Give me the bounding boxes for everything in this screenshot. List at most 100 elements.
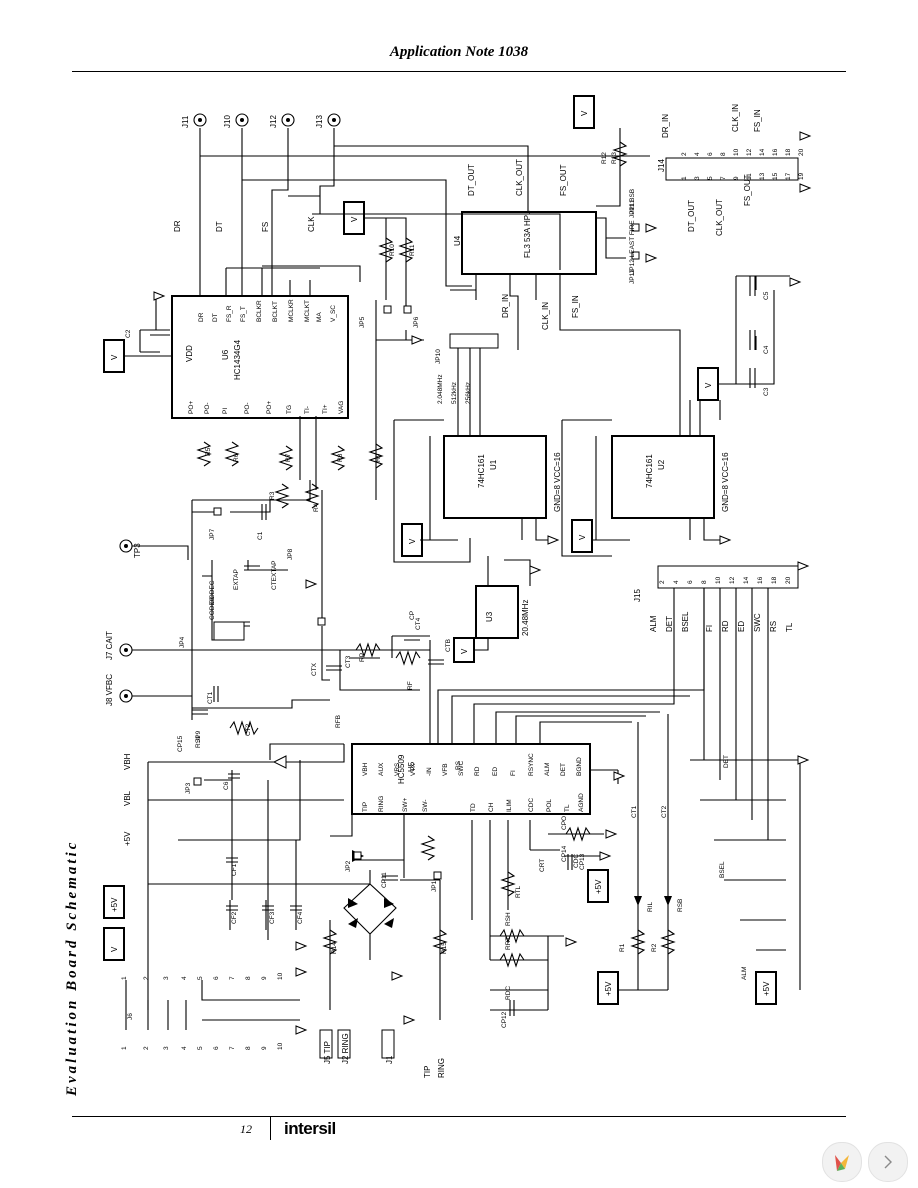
u3-ref: U3 xyxy=(485,611,494,622)
j15-header xyxy=(657,565,799,589)
v-supply-label-3: V xyxy=(704,382,713,388)
viewer-logo-button[interactable] xyxy=(822,1142,862,1182)
plus5v-label-2: +5V xyxy=(604,981,613,996)
passive-ref-13: R14 xyxy=(331,942,338,954)
schematic-wiring xyxy=(124,128,801,1030)
u6-bottom-pin-6: TI- xyxy=(304,406,311,414)
top-net-label-0: DR xyxy=(173,220,182,232)
u5-top-pin-8: ED xyxy=(492,767,499,776)
j5-block xyxy=(319,1029,333,1059)
coax-center-3 xyxy=(332,118,336,122)
next-page-button[interactable] xyxy=(868,1142,908,1182)
passive-ref-22: CF2 xyxy=(231,911,238,924)
misc-net-18: RSB xyxy=(677,899,684,912)
u1-ref: U1 xyxy=(489,459,498,470)
j6-top-pin-6: 7 xyxy=(229,976,236,980)
coax-center-0 xyxy=(198,118,202,122)
passive-ref-2: R3 xyxy=(269,491,276,500)
u5-bottom-pin-5: CH xyxy=(488,802,495,812)
j15-pin-6: 14 xyxy=(743,576,750,584)
misc-net-13: CRT xyxy=(539,859,546,872)
ground-symbols xyxy=(153,131,812,1035)
u6-vdd: VDD xyxy=(185,345,194,362)
j15-net-1: DET xyxy=(665,616,674,632)
u5-bottom-pin-10: AGND xyxy=(578,793,585,812)
top-coax-label-2: J12 xyxy=(269,115,278,128)
j15-net-6: SWC xyxy=(753,613,762,632)
u5-top-pin-13: BGND xyxy=(576,757,583,776)
u2-counter-chip xyxy=(611,435,715,519)
u5-bottom-pin-6: ILIM xyxy=(506,799,513,812)
misc-net-24: RS1 xyxy=(195,735,202,748)
u1-gnd-vcc: GND=8 VCC=16 xyxy=(553,452,562,512)
misc-net-1: CTEXTAP xyxy=(271,561,278,591)
plus5v-label-1: +5V xyxy=(594,879,603,894)
misc-net-10: RDC xyxy=(505,986,512,1000)
u6-bottom-pin-5: TG xyxy=(286,405,293,414)
j6-top-pin-1: 2 xyxy=(143,976,150,980)
j6-top-pin-4: 5 xyxy=(197,976,204,980)
coax-1 xyxy=(235,113,249,127)
j14-bottom-pin-2: 5 xyxy=(707,176,714,180)
u6-part: HC1434G4 xyxy=(233,339,242,380)
u1-part: 74HC161 xyxy=(477,454,486,488)
u4-net-5: FS_IN xyxy=(571,295,580,318)
u6-top-pin-1: DT xyxy=(212,313,219,322)
u5-top-pin-4: -IN xyxy=(426,767,433,776)
misc-net-4: CTB xyxy=(445,639,452,652)
misc-net-16: RTL xyxy=(515,885,522,898)
clock-label-1: 512kHz xyxy=(451,382,458,404)
misc-net-14: CDC xyxy=(573,854,580,868)
top-net-label-2: FS xyxy=(261,222,270,232)
u6-top-pin-2: FS_R xyxy=(226,305,233,322)
u4-part: FL3 53A HPL xyxy=(523,210,532,258)
tp3-label: TP3 xyxy=(133,543,142,558)
j6-bottom-pin-1: 2 xyxy=(143,1046,150,1050)
u5-top-pin-7: RD xyxy=(474,766,481,776)
j15-pin-3: 8 xyxy=(701,580,708,584)
j14-net-3: DT_OUT xyxy=(687,200,696,232)
top-coax-label-1: J10 xyxy=(223,115,232,128)
j14-bottom-pin-9: 19 xyxy=(798,172,805,180)
u6-top-pin-7: MCLKT xyxy=(304,300,311,322)
u6-top-pin-8: MA xyxy=(316,312,323,322)
j15-pin-4: 10 xyxy=(715,576,722,584)
u4-net-1: CLK_OUT xyxy=(515,159,524,196)
misc-net-12: RRT xyxy=(505,937,512,950)
misc-net-2: CODEC xyxy=(209,596,216,620)
j6-bottom-pin-7: 8 xyxy=(245,1046,252,1050)
jumper-blocks xyxy=(193,223,640,880)
top-net-label-3: CLK xyxy=(307,216,316,232)
misc-net-15: CPO xyxy=(561,816,568,830)
j15-net-2: BSEL xyxy=(681,611,690,632)
u2-part: 74HC161 xyxy=(645,454,654,488)
bottom-port-0: J5 TIP xyxy=(323,1041,332,1064)
passive-ref-17: C3 xyxy=(763,387,770,396)
j15-net-8: TL xyxy=(785,622,794,632)
coax-center-2 xyxy=(286,118,290,122)
jumper-label-0: JP1 xyxy=(431,880,438,892)
passive-ref-23: CF3 xyxy=(269,911,276,924)
plus5v-label-left: +5V xyxy=(123,831,132,846)
u5-bottom-pin-2: SW+ xyxy=(402,798,409,812)
j15-pin-5: 12 xyxy=(729,576,736,584)
jumper-label-4: JP5 xyxy=(359,316,366,328)
coax-2 xyxy=(281,113,295,127)
j14-top-pin-1: 4 xyxy=(694,152,701,156)
misc-net-5: CP xyxy=(409,611,416,620)
page-number: 12 xyxy=(240,1122,252,1136)
u6-top-pin-5: BCLKT xyxy=(272,301,279,322)
v-supply-label-6: V xyxy=(460,648,469,654)
j6-bottom-pin-0: 1 xyxy=(121,1046,128,1050)
bottom-port-4: RING xyxy=(437,1058,446,1078)
passive-ref-10: R11 xyxy=(409,244,416,256)
j14-bottom-pin-4: 9 xyxy=(733,176,740,180)
j14-bottom-pin-8: 17 xyxy=(785,172,792,180)
j14-net-2: FS_IN xyxy=(753,109,762,132)
chevron-right-icon xyxy=(884,1155,892,1169)
j14-bottom-pin-5: 11 xyxy=(746,173,753,180)
u5-top-pin-6: SWC xyxy=(458,761,465,776)
